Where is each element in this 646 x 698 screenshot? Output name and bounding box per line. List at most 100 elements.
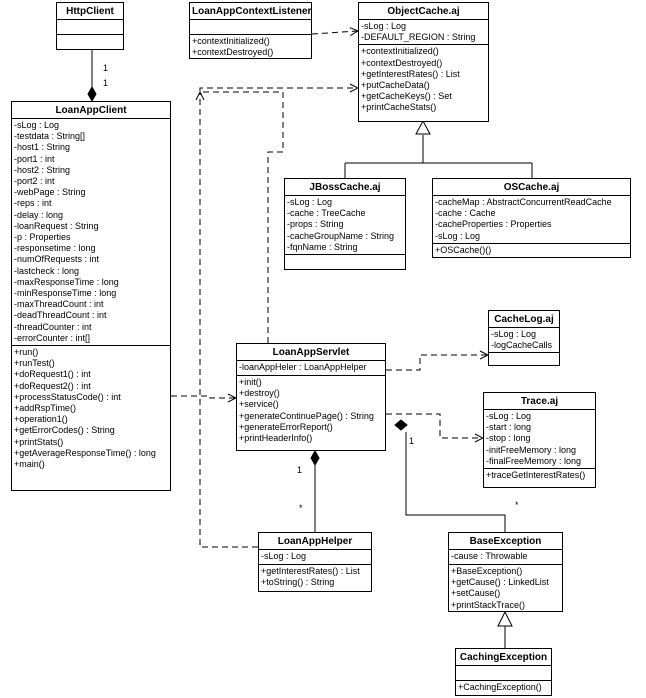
operation-row: +OSCache()() <box>435 244 492 255</box>
attribute-row: -responsetime : long <box>14 243 96 254</box>
attribute-row: -lastcheck : long <box>14 265 80 276</box>
class-name: HttpClient <box>57 3 123 20</box>
class-name: LoanAppContextListener <box>190 3 311 20</box>
operation-row: +generateContinuePage() : String <box>239 410 374 421</box>
class-baseexception[interactable]: BaseException-cause : Throwable+BaseExce… <box>448 532 563 612</box>
class-name: CacheLog.aj <box>489 311 559 328</box>
attribute-section: -loanAppHeler : LoanAppHelper <box>237 361 385 376</box>
attribute-row: -webPage : String <box>14 187 86 198</box>
attribute-row: -cache : TreeCache <box>287 208 366 219</box>
dependency-listener-objectcache <box>311 31 358 34</box>
attribute-row: -host2 : String <box>14 164 71 175</box>
operation-row: +BaseException() <box>451 566 523 576</box>
attribute-section: -sLog : Log-DEFAULT_REGION : String <box>359 20 488 46</box>
multiplicity-http-bottom: 1 <box>103 78 109 88</box>
attribute-row: -start : long <box>486 422 532 433</box>
attribute-section: -sLog : Log-testdata : String[]-host1 : … <box>12 119 170 347</box>
class-jbosscache[interactable]: JBossCache.aj-sLog : Log-cache : TreeCac… <box>284 178 406 270</box>
attribute-row: -host1 : String <box>14 142 71 153</box>
operation-row: +getInterestRates() : List <box>361 68 460 79</box>
operation-row: +toString() : String <box>261 577 335 588</box>
class-loanappcontextlistener[interactable]: LoanAppContextListener +contextInitialize… <box>189 2 312 59</box>
attribute-row: -maxThreadCount : int <box>14 299 104 310</box>
class-loanappservlet[interactable]: LoanAppServlet-loanAppHeler : LoanAppHel… <box>236 343 386 451</box>
attribute-row: -delay : long <box>14 209 64 220</box>
class-oscache[interactable]: OSCache.aj-cacheMap : AbstractConcurrent… <box>432 178 631 258</box>
dependency-servlet-cachelog <box>386 355 488 371</box>
dependency-client-servlet <box>171 396 236 398</box>
attribute-section: -sLog : Log-cache : TreeCache-props : St… <box>285 196 405 256</box>
class-loanapphelper[interactable]: LoanAppHelper-sLog : Log +getInterestRate… <box>258 532 372 592</box>
class-objectcache[interactable]: ObjectCache.aj-sLog : Log-DEFAULT_REGION… <box>358 2 489 122</box>
attribute-section <box>190 20 311 35</box>
operation-row: +setCause() <box>451 588 501 599</box>
attribute-section <box>456 666 551 681</box>
operation-section: +traceGetInterestRates() <box>484 469 595 483</box>
attribute-section: -sLog : Log-start : long-stop : long-ini… <box>484 410 595 470</box>
operation-section: +contextInitialized()+contextDestroyed() <box>190 35 311 59</box>
attribute-row: -sLog : Log <box>491 329 537 339</box>
attribute-section <box>57 20 123 35</box>
operation-row: +runTest() <box>14 358 55 369</box>
class-name: LoanAppHelper <box>259 533 371 550</box>
operation-section <box>489 353 559 367</box>
operation-row: +printCacheStats() <box>361 102 437 113</box>
multiplicity-servlet-many: * <box>299 503 303 513</box>
attribute-row: -reps : int <box>14 198 52 209</box>
attribute-row: -stop : long <box>486 433 531 444</box>
attribute-row: -sLog : Log <box>261 551 307 561</box>
operation-row: +putCacheData() <box>361 80 430 91</box>
class-name: OSCache.aj <box>433 179 630 196</box>
attribute-section: -sLog : Log <box>259 550 371 565</box>
class-name: LoanAppClient <box>12 102 170 119</box>
class-name: LoanAppServlet <box>237 344 385 361</box>
operation-row: +doRequest1() : int <box>14 369 91 380</box>
operation-section: +contextInitialized()+contextDestroyed()… <box>359 45 488 114</box>
composition-diamond-servlet-right <box>394 419 408 431</box>
operation-row: +run() <box>14 347 39 358</box>
class-name: BaseException <box>449 533 562 550</box>
attribute-row: -cacheGroupName : String <box>287 230 395 241</box>
multiplicity-exception-one: 1 <box>409 436 415 446</box>
class-httpclient[interactable]: HttpClient <box>56 2 124 50</box>
attribute-row: -maxResponseTime : long <box>14 276 119 287</box>
attribute-row: -loanRequest : String <box>14 220 99 231</box>
operation-row: +getErrorCodes() : String <box>14 425 115 436</box>
operation-row: +doRequest2() : int <box>14 380 91 391</box>
operation-row: +printStackTrace() <box>451 599 525 610</box>
operation-row: +getCacheKeys() : Set <box>361 91 452 102</box>
attribute-row: -sLog : Log <box>486 411 532 421</box>
operation-row: +contextDestroyed() <box>361 57 443 68</box>
attribute-row: -sLog : Log <box>287 197 333 207</box>
dependency-servlet-trace <box>386 413 483 438</box>
operation-row: +getCause() : LinkedList <box>451 577 549 588</box>
attribute-section: -sLog : Log-logCacheCalls <box>489 328 559 354</box>
class-name: ObjectCache.aj <box>359 3 488 20</box>
operation-row: +getInterestRates() : List <box>261 566 360 576</box>
attribute-row: -threadCounter : int <box>14 321 92 332</box>
dependency-helper-objectcache <box>200 92 258 548</box>
composition-exception-line <box>405 432 506 532</box>
class-loanappclient[interactable]: LoanAppClient-sLog : Log-testdata : Stri… <box>11 101 171 491</box>
attribute-row: -cacheMap : AbstractConcurrentReadCache <box>435 197 612 207</box>
operation-row: +printStats() <box>14 436 64 447</box>
attribute-row: -logCacheCalls <box>491 340 553 351</box>
class-trace[interactable]: Trace.aj-sLog : Log-start : long-stop : … <box>483 392 596 488</box>
operation-section <box>57 35 123 49</box>
operation-row: +contextDestroyed() <box>192 47 274 58</box>
operation-row: +CachingException() <box>458 682 542 692</box>
attribute-row: -props : String <box>287 219 344 230</box>
class-cachelog[interactable]: CacheLog.aj-sLog : Log-logCacheCalls <box>488 310 560 366</box>
generalization-triangle-objectcache <box>415 119 431 135</box>
attribute-section: -cause : Throwable <box>449 550 562 565</box>
operation-row: +init() <box>239 377 262 387</box>
class-cachingexception[interactable]: CachingException+CachingException() <box>455 648 552 696</box>
generalization-triangle-baseexception <box>497 610 513 627</box>
attribute-row: -cache : Cache <box>435 208 496 219</box>
attribute-row: -DEFAULT_REGION : String <box>361 32 476 43</box>
attribute-row: -testdata : String[] <box>14 131 86 142</box>
operation-row: +contextInitialized() <box>361 46 439 57</box>
attribute-row: -numOfRequests : int <box>14 254 100 265</box>
class-name: Trace.aj <box>484 393 595 410</box>
